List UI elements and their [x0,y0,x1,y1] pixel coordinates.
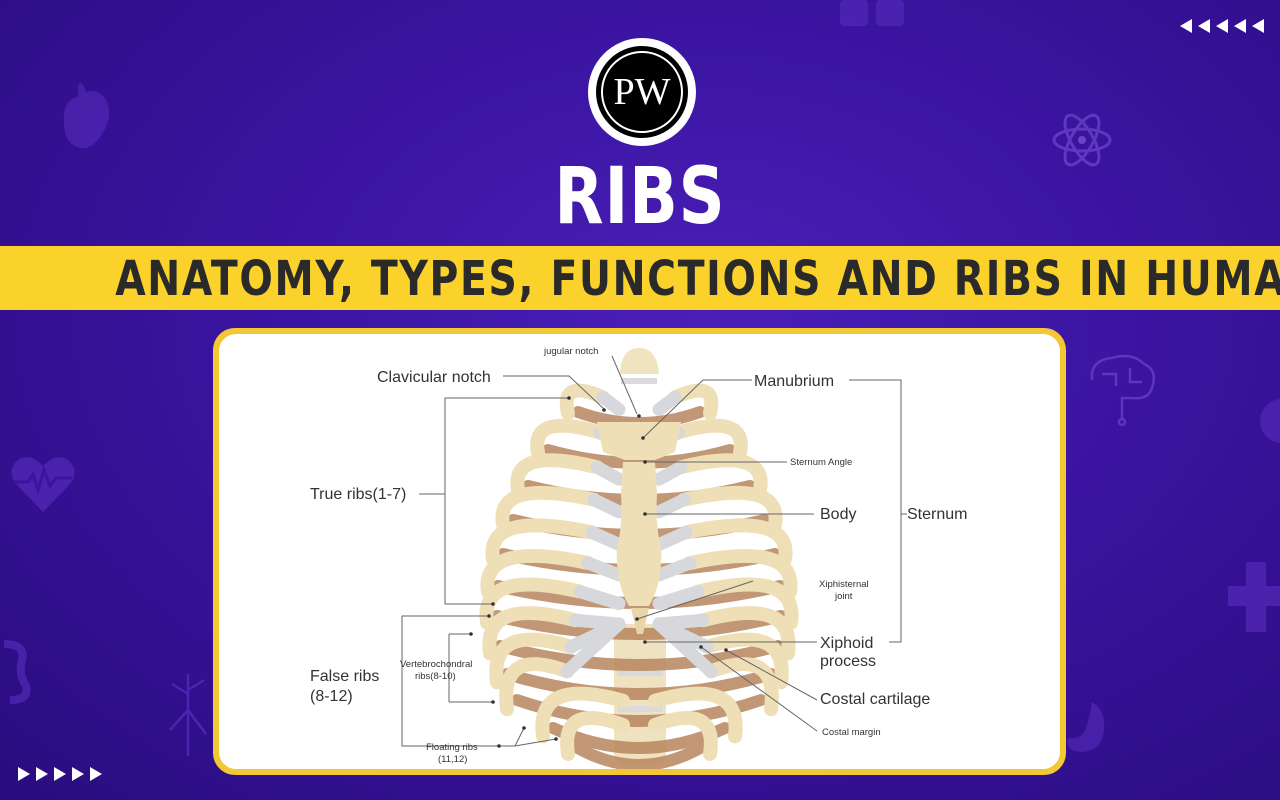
neuron-icon [169,674,207,756]
rib-5-right [679,518,793,567]
forward-arrows-icon[interactable] [18,766,102,782]
label-floating-ribs: Floating ribs [426,742,478,753]
label-xiphoid: Xiphoid [820,635,873,652]
rib-5-left [485,518,599,567]
page-subtitle: ANATOMY, TYPES, FUNCTIONS AND RIBS IN HU… [115,251,1280,307]
label-clavicular-notch: Clavicular notch [377,369,491,386]
book-icon [840,0,904,26]
label-dots [469,396,728,748]
rib-1-left [559,383,610,421]
rib-2-right [671,418,748,460]
cartilage-7-right [652,585,705,611]
page-title: RIBS [554,152,726,242]
label-costal-margin: Costal margin [822,727,881,738]
heart-organ-icon [63,83,110,149]
diagram-card: jugular notch Clavicular notch Manubrium… [213,328,1066,775]
cartilage-3-right [652,460,688,486]
label-xiphisternal-joint: joint [834,591,853,602]
cartilage-6-right [652,556,697,582]
posterior-rib-9 [501,668,777,700]
rib-11-left [535,686,630,744]
pw-logo-mark: PW [601,51,683,133]
rib-1-right [668,383,719,421]
rib-2-left [530,418,607,460]
label-true-ribs: True ribs(1-7) [310,486,406,503]
cartilage-6-left [581,556,626,582]
rib-12-right [648,711,718,761]
label-floating-ribs-range: (11,12) [438,754,467,765]
label-vertebrochondral-range: ribs(8-10) [415,671,456,682]
anterior-ribs [479,383,799,761]
pw-logo-badge: PW [596,46,688,138]
rib-9-left [489,632,578,690]
atom-icon [1052,113,1112,167]
rib-4-left [495,485,601,532]
label-sternum: Sternum [907,506,967,523]
label-body: Body [820,506,856,523]
rib-7-right [691,577,799,630]
brain-circuit-icon [1090,354,1155,427]
plus-icon [1228,562,1280,632]
rib-7-left [479,577,587,630]
posterior-rib-8 [494,640,784,671]
cartilage-3-left [590,460,626,486]
cartilage-5-right [652,525,693,551]
cartilage-7-left [573,585,626,611]
cartilage-1-left [596,390,626,416]
sternum-bone [597,348,681,634]
rib-4-right [677,485,783,532]
diagram-card-inner: jugular notch Clavicular notch Manubrium… [219,334,1060,769]
label-false-ribs: False ribs [310,668,379,685]
rib-10-left [499,657,574,717]
label-sternum-angle: Sternum Angle [790,457,852,468]
leader-lines [401,355,907,747]
cartilage-10-right [652,617,718,678]
rib-8-left [482,606,582,661]
cartilage-1-right [652,390,682,416]
pw-logo-text: PW [614,71,671,113]
subtitle-banner [0,246,1280,310]
label-costal-cartilage: Costal cartilage [820,691,930,708]
posterior-rib-12 [572,742,706,769]
rib-3-left [510,453,604,497]
label-jugular-notch: jugular notch [543,346,598,357]
rib-cage-diagram: jugular notch Clavicular notch Manubrium… [310,346,967,769]
heartbeat-icon [11,457,75,512]
label-xiphoid-process: process [820,653,876,670]
rib-11-right [648,686,743,744]
rib-12-left [560,711,630,761]
rib-6-right [683,549,798,599]
cartilage-10-left [560,617,626,678]
rib-6-left [480,549,595,599]
label-vertebrochondral: Vertebrochondral [400,659,472,670]
label-xiphisternal: Xiphisternal [819,579,869,590]
cartilage-4-right [652,493,691,519]
circle-icon [1260,399,1280,443]
cartilage-5-left [585,525,626,551]
rewind-arrows-icon[interactable] [1180,18,1264,34]
intestine-icon [3,640,31,704]
label-manubrium: Manubrium [754,373,834,390]
pw-logo: PW [588,38,696,146]
stomach-icon [1067,702,1105,752]
cartilage-4-left [587,493,626,519]
label-false-ribs-range: (8-12) [310,688,353,705]
